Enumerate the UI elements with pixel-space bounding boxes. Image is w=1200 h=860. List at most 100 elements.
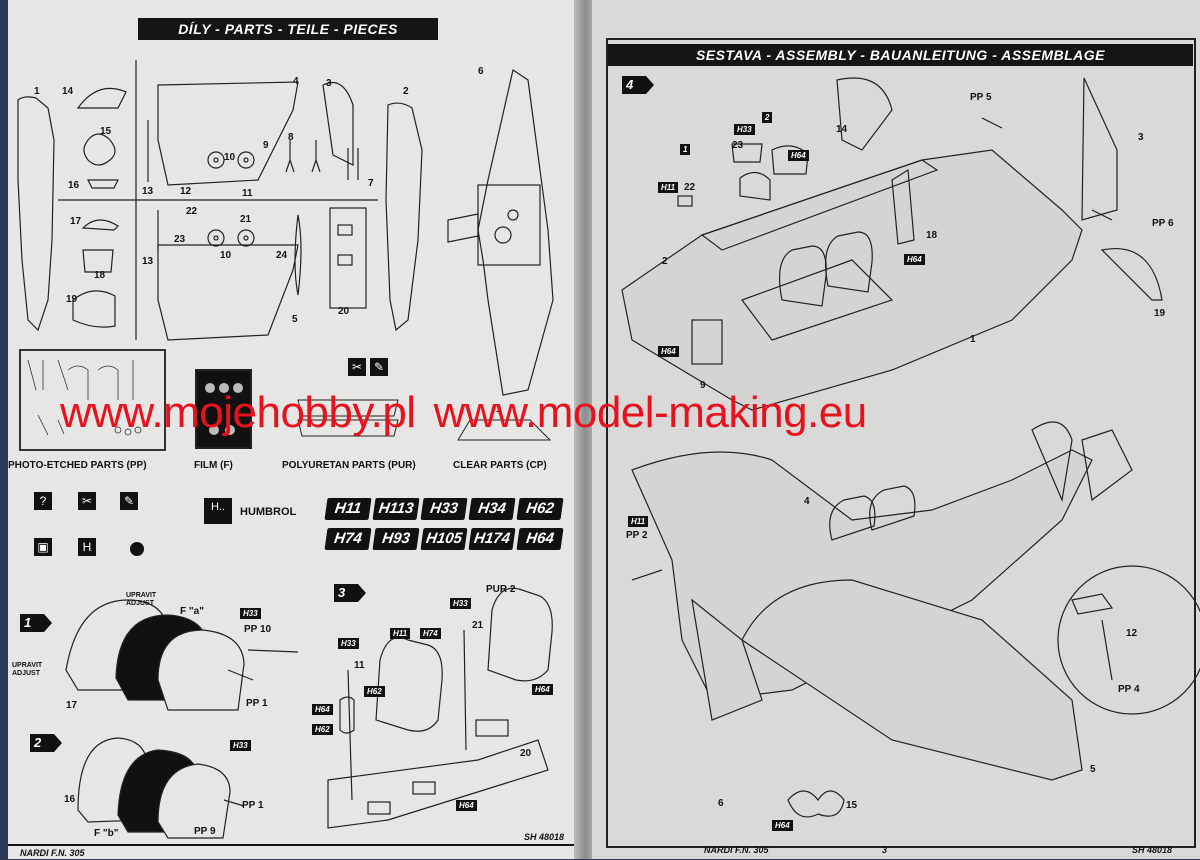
pp2-label: PP 2 (626, 530, 648, 541)
part-number: 23 (174, 234, 186, 245)
part-number: 22 (684, 182, 696, 193)
upravit-label: UPRAVIT (126, 592, 157, 599)
part-number: 18 (926, 230, 938, 241)
part-number: 3 (1138, 132, 1144, 143)
paint-tag: H64 (658, 346, 679, 357)
upravit-label: UPRAVIT (12, 662, 43, 669)
page-number: 3 (882, 845, 888, 855)
paint-tag: H33 (240, 608, 261, 619)
part-number: 17 (66, 700, 78, 711)
paint-tag: H33 (338, 638, 359, 649)
parts-drawing (17, 60, 554, 451)
adjust-label: ADJUST (12, 670, 41, 677)
part-number: 2 (662, 256, 668, 267)
part-number: 2 (403, 86, 409, 97)
film-b-label: F "b" (94, 828, 119, 839)
watermark: www.mojehobby.pl www.model-making.eu (60, 388, 1180, 438)
part-number: 21 (240, 214, 252, 225)
footer-kit-number: SH 48018 (1132, 845, 1173, 855)
footer-rule (8, 844, 578, 846)
part-number: 6 (478, 66, 484, 77)
part-number: 19 (1154, 308, 1166, 319)
paint-tag: H64 (532, 684, 553, 695)
pp6-label: PP 6 (1152, 218, 1174, 229)
part-number: 17 (70, 216, 82, 227)
part-number: 12 (180, 186, 192, 197)
paint-chip: H62 (516, 498, 564, 520)
footer-model-name: NARDI F.N. 305 (704, 845, 769, 855)
paint-chip: H33 (420, 498, 468, 520)
paint-tag: H64 (788, 150, 809, 161)
part-number: 13 (142, 186, 154, 197)
paint-tag: H74 (420, 628, 441, 639)
paint-chip: H34 (468, 498, 516, 520)
paint-tag: H33 (450, 598, 471, 609)
part-number: 23 (732, 140, 744, 151)
photo-etched-caption: PHOTO-ETCHED PARTS (PP) (8, 460, 147, 471)
part-number: 1 (34, 86, 40, 97)
glue-icon: ✎ (120, 492, 138, 510)
part-number: 13 (142, 256, 154, 267)
paint-tag: H11 (390, 628, 411, 639)
watermark-site-1: www.mojehobby.pl (60, 388, 416, 437)
scissors-icon: ✂ (348, 358, 366, 376)
part-number: 5 (292, 314, 298, 325)
part-number: 14 (62, 86, 74, 97)
part-number: 5 (1090, 764, 1096, 775)
paint-chip: H174 (468, 528, 516, 550)
pur-number: 1 (496, 404, 502, 415)
brush-icon: ✎ (370, 358, 388, 376)
part-number: 24 (276, 250, 288, 261)
paint-chip: H74 (324, 528, 372, 550)
part-number: 10 (220, 250, 232, 261)
part-number: 3 (326, 78, 332, 89)
part-number: 21 (472, 620, 484, 631)
step-2-marker: 2 (30, 734, 62, 752)
assembly-frame (606, 38, 1196, 848)
parts-header: DÍLY - PARTS - TEILE - PIECES (138, 18, 438, 40)
paint-chip: H105 (420, 528, 468, 550)
paint-tag: H64 (772, 820, 793, 831)
paint-tag: H62 (312, 724, 333, 735)
right-instruction-page: SESTAVA - ASSEMBLY - BAUANLEITUNG - ASSE… (592, 0, 1200, 859)
watermark-site-2: www.model-making.eu (433, 388, 868, 437)
part-number: 18 (94, 270, 106, 281)
film-caption: FILM (F) (194, 460, 233, 471)
part-number: 12 (1126, 628, 1138, 639)
pp1-label: PP 1 (242, 800, 264, 811)
part-number: 22 (186, 206, 198, 217)
steps-drawing (65, 587, 553, 839)
part-number: 8 (288, 132, 294, 143)
paint-tag: H11 (658, 182, 679, 193)
part-number: 16 (68, 180, 80, 191)
part-number: 10 (224, 152, 236, 163)
clear-parts-caption: CLEAR PARTS (CP) (453, 460, 547, 471)
polyuretan-caption: POLYURETAN PARTS (PUR) (282, 460, 416, 471)
assembly-drawing (621, 77, 1200, 818)
paint-tag: H33 (734, 124, 755, 135)
step-3-marker: 3 (334, 584, 366, 602)
part-tag: 2 (762, 112, 773, 123)
pp9-label: PP 9 (194, 826, 216, 837)
part-tag: 1 (680, 144, 691, 155)
clear-fix-icon (130, 542, 144, 556)
part-number: 11 (354, 660, 365, 671)
footer-model-name: NARDI F.N. 305 (20, 848, 85, 858)
assembly-header: SESTAVA - ASSEMBLY - BAUANLEITUNG - ASSE… (608, 44, 1193, 66)
paint-chip: H93 (372, 528, 420, 550)
part-number: 15 (846, 800, 858, 811)
page-gutter (574, 0, 596, 859)
pp1-label: PP 1 (246, 698, 268, 709)
part-number: 20 (520, 748, 532, 759)
part-number: 16 (64, 794, 76, 805)
paint-tag: H11 (628, 516, 649, 527)
part-number: 20 (338, 306, 350, 317)
paint-icon: H (78, 538, 96, 556)
part-number: 9 (263, 140, 269, 151)
humbrol-icon: H.. (204, 498, 232, 524)
paint-chip: H113 (372, 498, 420, 520)
part-number: 15 (100, 126, 112, 137)
paint-tag: H64 (312, 704, 333, 715)
paint-chip: H11 (324, 498, 372, 520)
part-number: 6 (718, 798, 724, 809)
